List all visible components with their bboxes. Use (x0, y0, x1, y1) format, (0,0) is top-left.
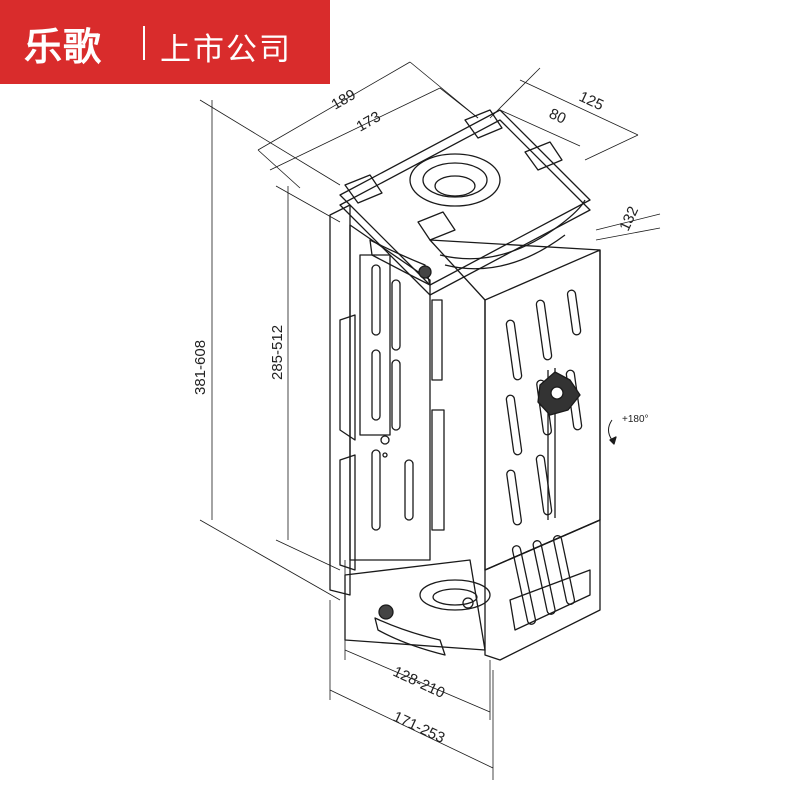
dim-label-128-210: 128-210 (390, 663, 447, 702)
dim-label-125: 125 (576, 88, 606, 114)
dim-label-173: 173 (354, 108, 384, 135)
dim-label-80: 80 (546, 105, 568, 127)
dim-label-132: 132 (616, 204, 642, 234)
brand-logo-text: 乐歌 (24, 25, 103, 69)
top-mounting-plate (339, 109, 591, 296)
rotation-arrow-icon (608, 419, 613, 441)
clamp-latch-lower (374, 604, 446, 656)
dim-label-381-608: 381-608 (192, 340, 209, 395)
dim-label-rotation: +180° (622, 414, 649, 425)
brand-banner: 乐歌 上市公司 (0, 0, 330, 84)
left-frame (329, 204, 431, 596)
dim-label-285-512: 285-512 (269, 325, 286, 380)
dim-label-189: 189 (329, 86, 359, 113)
rotation-arrowhead-icon (609, 436, 617, 445)
banner-tagline: 上市公司 (160, 32, 292, 68)
right-panel (429, 239, 601, 571)
dim-label-171-253: 171-253 (390, 708, 447, 747)
adjustment-knob (537, 371, 581, 416)
banner-divider (143, 26, 145, 60)
clamp-latch-upper (369, 239, 432, 286)
lower-extension (344, 519, 601, 661)
